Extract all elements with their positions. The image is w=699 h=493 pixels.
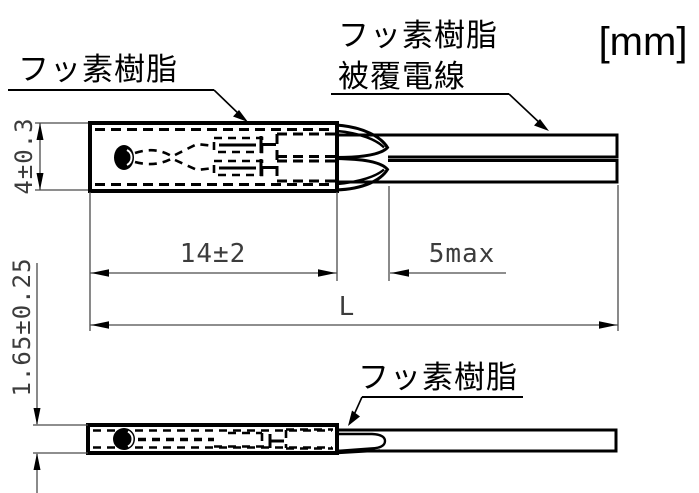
- dim-side-thickness-text: 1.65±0.25: [8, 257, 36, 396]
- crimp-joint-upper: [212, 136, 276, 154]
- bead-leads: [134, 142, 215, 172]
- crimp-joint-lower: [212, 159, 276, 177]
- unit-annotation: [mm]: [599, 20, 688, 64]
- side-bead-leads: [138, 431, 284, 448]
- resin-top-left-label: フッ素樹脂: [18, 52, 178, 87]
- top-view: [88, 121, 619, 193]
- side-wire: [337, 428, 618, 453]
- dim-total-length-text: L: [339, 292, 356, 322]
- dimension-side-thickness: 1.65±0.25: [8, 257, 88, 493]
- dimension-tube-tip: 5max: [388, 186, 506, 281]
- side-tube-end: [336, 432, 387, 455]
- dimension-total-length: L: [90, 185, 619, 331]
- thermistor-bead: [114, 145, 134, 170]
- dimension-head-length: 14±2: [89, 192, 338, 331]
- dimension-head-height: 4±0.3: [10, 117, 88, 195]
- dim-head-length-text: 14±2: [180, 239, 247, 269]
- dim-head-height-text: 4±0.3: [10, 117, 38, 194]
- callout-resin-bottom: フッ素樹脂: [348, 360, 523, 426]
- hidden-wires-in-head: [275, 132, 335, 183]
- tube-end-petals: [335, 123, 390, 192]
- side-thermistor-bead: [113, 428, 135, 450]
- callout-resin-top-left: フッ素樹脂: [8, 52, 248, 122]
- side-view: [86, 423, 618, 455]
- resin-head-body: [88, 121, 339, 193]
- dim-tube-tip-text: 5max: [429, 239, 496, 269]
- unit-label: [mm]: [599, 20, 688, 64]
- coated-wire-label-line1: フッ素樹脂: [338, 18, 498, 53]
- callout-coated-wire: フッ素樹脂 被覆電線: [331, 18, 549, 131]
- coated-wire-pair: [337, 133, 619, 184]
- side-hidden-wire-in-head: [284, 428, 333, 450]
- resin-bottom-label: フッ素樹脂: [358, 360, 518, 395]
- side-resin-head-body: [86, 423, 339, 455]
- coated-wire-label-line2: 被覆電線: [338, 59, 466, 94]
